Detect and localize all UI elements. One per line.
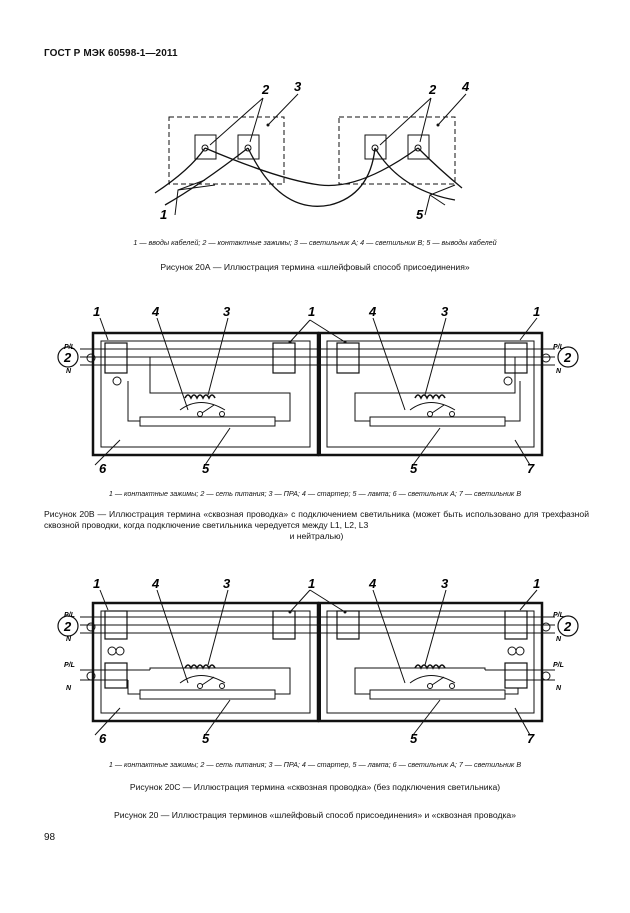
- terminal-block: [104, 342, 128, 374]
- luminaire-b-outline: [338, 116, 456, 185]
- label-n: N: [66, 636, 72, 643]
- label-n: N: [66, 368, 72, 375]
- terminal-block: [336, 342, 360, 374]
- callout-2: 2: [261, 82, 270, 97]
- callout-5: 5: [202, 731, 210, 746]
- label-pl: P/L: [64, 612, 75, 619]
- callout-2: 2: [63, 619, 72, 634]
- callout-5: 5: [410, 731, 418, 746]
- callout-2: 2: [428, 82, 437, 97]
- callout-3: 3: [223, 576, 231, 591]
- callout-1: 1: [533, 304, 540, 319]
- callout-5: 5: [410, 461, 418, 476]
- callout-6: 6: [99, 461, 107, 476]
- figure-20b-legend: 1 — контактные зажимы; 2 — сеть питания;…: [108, 489, 522, 498]
- page-header: ГОСТ Р МЭК 60598-1—2011: [44, 48, 178, 59]
- terminal-box: [364, 134, 387, 160]
- figure-20a-legend: 1 — вводы кабелей; 2 — контактные зажимы…: [133, 238, 497, 247]
- callout-1: 1: [93, 304, 100, 319]
- terminal-block: [504, 342, 528, 374]
- callout-2: 2: [563, 619, 572, 634]
- terminal-box: [407, 134, 430, 160]
- callout-1: 1: [93, 576, 100, 591]
- terminal-block: [104, 662, 128, 689]
- figure-20a-diagram: 2 3 2 4 1 5: [154, 79, 470, 222]
- page-number: 98: [44, 832, 56, 843]
- terminal-block: [272, 342, 296, 374]
- callout-1: 1: [308, 576, 315, 591]
- callout-7: 7: [527, 731, 535, 746]
- label-n: N: [556, 368, 562, 375]
- lamp-tube: [139, 416, 276, 427]
- callout-4: 4: [461, 79, 470, 94]
- figure-20b-caption-text: Рисунок 20В — Иллюстрация термина «сквоз…: [44, 509, 589, 530]
- figure-20-caption: Рисунок 20 — Иллюстрация терминов «шлейф…: [114, 810, 516, 820]
- callout-3: 3: [441, 304, 449, 319]
- callout-3: 3: [223, 304, 231, 319]
- callout-3: 3: [441, 576, 449, 591]
- label-pl: P/L: [64, 662, 75, 669]
- figure-20c-diagram: 2 2 P/L N P/L N P/L N P/L N 1 4 3 1 4 3 …: [57, 576, 579, 746]
- label-pl: P/L: [553, 612, 564, 619]
- callout-4: 4: [368, 304, 377, 319]
- callout-2: 2: [563, 350, 572, 365]
- label-n: N: [556, 685, 562, 692]
- figure-20c-legend: 1 — контактные зажимы; 2 — сеть питания;…: [108, 760, 522, 769]
- label-pl: P/L: [553, 344, 564, 351]
- label-n: N: [556, 636, 562, 643]
- label-pl: P/L: [553, 662, 564, 669]
- luminaire-a-outline: [168, 116, 285, 185]
- callout-4: 4: [368, 576, 377, 591]
- label-pl: P/L: [64, 344, 75, 351]
- lamp-tube: [139, 689, 276, 700]
- terminal-box: [237, 134, 260, 160]
- terminal-box: [194, 134, 217, 160]
- callout-5: 5: [202, 461, 210, 476]
- callout-5: 5: [416, 207, 424, 222]
- figure-20b-caption-end: и нейтралью): [289, 531, 344, 541]
- lamp-tube: [369, 416, 506, 427]
- figure-20b-diagram: 2 2 P/L N P/L N 1 4 3 1 4 3 1 6 5 5 7: [57, 304, 579, 476]
- terminal-block: [504, 662, 528, 689]
- label-n: N: [66, 685, 72, 692]
- callout-1: 1: [533, 576, 540, 591]
- callout-1: 1: [160, 207, 167, 222]
- callout-2: 2: [63, 350, 72, 365]
- callout-4: 4: [151, 576, 160, 591]
- callout-6: 6: [99, 731, 107, 746]
- luminaire-b-outline: [317, 601, 544, 723]
- lamp-tube: [369, 689, 506, 700]
- luminaire-b-outline: [317, 331, 544, 457]
- callout-4: 4: [151, 304, 160, 319]
- callout-3: 3: [294, 79, 302, 94]
- figure-20a-caption: Рисунок 20А — Иллюстрация термина «шлейф…: [160, 262, 470, 272]
- callout-7: 7: [527, 461, 535, 476]
- callout-1: 1: [308, 304, 315, 319]
- figure-20b-caption: Рисунок 20В — Иллюстрация термина «сквоз…: [44, 509, 589, 542]
- figure-20c-caption: Рисунок 20С — Иллюстрация термина «сквоз…: [129, 782, 501, 792]
